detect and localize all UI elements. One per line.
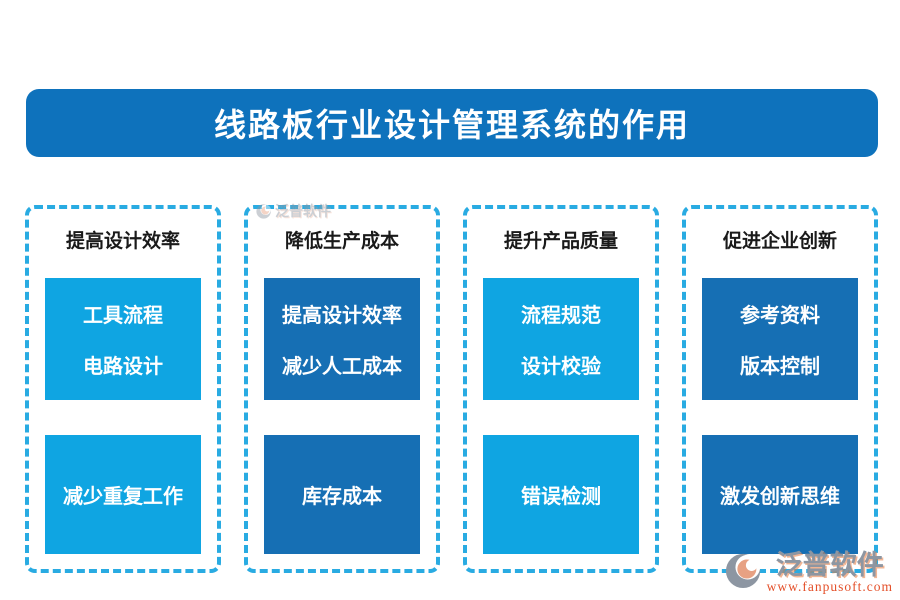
title-banner: 线路板行业设计管理系统的作用 — [26, 89, 878, 157]
benefit-box-bottom: 激发创新思维 — [702, 435, 858, 554]
benefit-item: 减少人工成本 — [282, 355, 402, 378]
benefit-box-top: 工具流程 电路设计 — [45, 278, 201, 400]
logo-text-column: 泛普软件 www.fanpusoft.com — [766, 549, 893, 595]
column-enterprise-innovation: 促进企业创新 参考资料 版本控制 激发创新思维 — [682, 205, 878, 573]
benefit-item: 错误检测 — [521, 486, 601, 508]
fanpu-logo-icon — [725, 553, 760, 588]
benefit-item: 提高设计效率 — [282, 305, 402, 328]
page-title: 线路板行业设计管理系统的作用 — [213, 107, 690, 143]
benefit-item: 减少重复工作 — [63, 486, 183, 508]
column-header: 促进企业创新 — [722, 231, 837, 252]
column-design-efficiency: 提高设计效率 工具流程 电路设计 减少重复工作 — [25, 205, 221, 573]
benefit-item: 设计校验 — [521, 355, 601, 378]
benefit-item: 版本控制 — [740, 355, 820, 378]
logo-url-text: www.fanpusoft.com — [766, 579, 893, 594]
benefit-box-top: 流程规范 设计校验 — [483, 278, 639, 400]
benefit-item: 库存成本 — [302, 486, 382, 508]
fanpu-logo: 泛普软件 www.fanpusoft.com — [725, 549, 893, 595]
benefit-box-top: 提高设计效率 减少人工成本 — [264, 278, 420, 400]
benefit-item: 流程规范 — [521, 305, 601, 328]
benefit-box-bottom: 库存成本 — [264, 435, 420, 554]
benefit-box-bottom: 减少重复工作 — [45, 435, 201, 554]
column-header: 降低生产成本 — [284, 231, 399, 252]
benefit-box-top: 参考资料 版本控制 — [702, 278, 858, 400]
benefit-item: 电路设计 — [83, 355, 163, 378]
benefit-box-bottom: 错误检测 — [483, 435, 639, 554]
benefit-item: 激发创新思维 — [720, 486, 840, 508]
column-header: 提高设计效率 — [65, 231, 180, 252]
benefit-item: 工具流程 — [83, 305, 163, 328]
benefit-columns: 提高设计效率 工具流程 电路设计 减少重复工作 降低生产成本 提高设计效率 减少… — [25, 205, 878, 573]
logo-brand-text: 泛普软件 — [775, 549, 884, 580]
column-production-cost: 降低生产成本 提高设计效率 减少人工成本 库存成本 — [244, 205, 440, 573]
benefit-item: 参考资料 — [740, 305, 820, 328]
column-header: 提升产品质量 — [503, 231, 618, 252]
column-product-quality: 提升产品质量 流程规范 设计校验 错误检测 — [463, 205, 659, 573]
